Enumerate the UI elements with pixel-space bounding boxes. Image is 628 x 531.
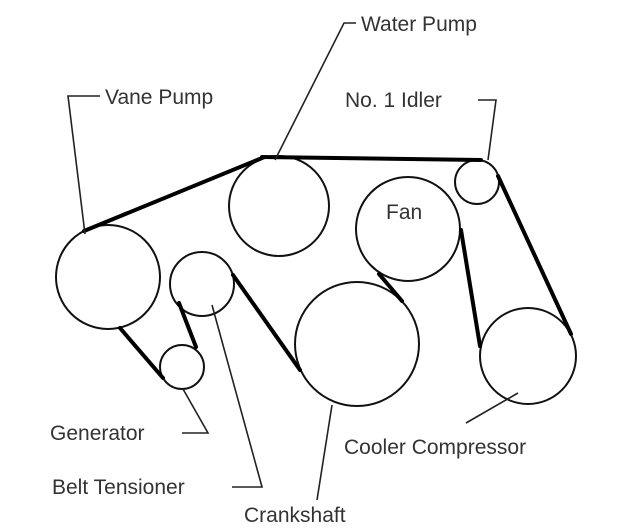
vane-pump-label: Vane Pump (105, 86, 213, 109)
drive-belt (82, 155, 573, 380)
generator-leader (182, 388, 210, 434)
crankshaft-leader (316, 404, 333, 501)
fan-pulley (355, 176, 461, 282)
water-pump-pulley (228, 155, 330, 257)
cooler-compressor-label: Cooler Compressor (344, 436, 526, 459)
generator-pulley (159, 344, 205, 390)
generator-label: Generator (50, 422, 145, 445)
vane-pump-leader (67, 95, 100, 235)
water-pump-leader (274, 22, 356, 161)
cooler-compressor-leader (465, 392, 519, 424)
idler-leader (478, 99, 497, 161)
belt-tensioner-pulley (169, 251, 235, 317)
belt-tensioner-label: Belt Tensioner (52, 476, 185, 499)
vane-pump-pulley (55, 224, 161, 330)
cooler-compressor-pulley (479, 307, 577, 405)
idler-label: No. 1 Idler (345, 89, 442, 112)
crankshaft-pulley (294, 281, 420, 407)
crankshaft-label: Crankshaft (244, 504, 346, 527)
belt-tensioner-leader (211, 304, 264, 488)
fan-label: Fan (386, 201, 422, 224)
idler-pulley (454, 159, 500, 205)
water-pump-label: Water Pump (361, 13, 477, 36)
